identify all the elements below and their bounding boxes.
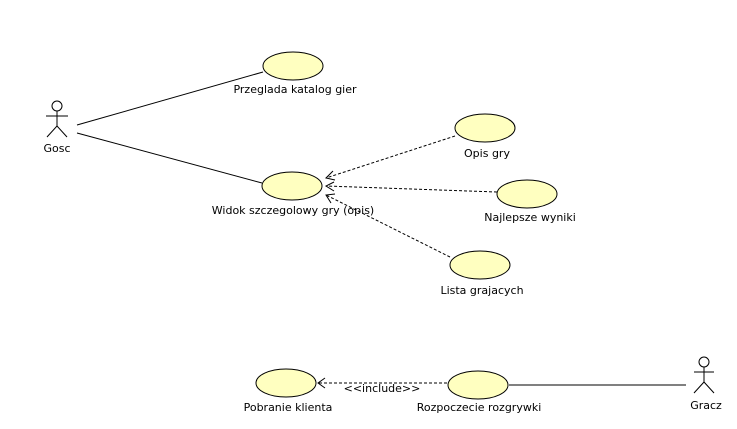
usecase-label-opis-gry: Opis gry [464, 147, 510, 160]
dependency-lista-to-widok [325, 193, 451, 258]
actor-head-icon [51, 100, 63, 112]
include-rozpoczecie-to-pobranie [317, 377, 447, 389]
actor-gosc[interactable] [46, 100, 68, 138]
association-gosc-przeglada [76, 71, 264, 126]
include-stereotype-label: <<include>> [344, 382, 421, 395]
actor-head-icon [698, 356, 710, 368]
usecase-label-pobranie-klienta: Pobranie klienta [244, 401, 333, 414]
actor-gracz[interactable] [693, 356, 715, 394]
association-gosc-widok [76, 132, 263, 184]
dependency-opis-to-widok [325, 135, 456, 181]
usecase-label-rozpoczecie-rozgrywki: Rozpoczecie rozgrywki [417, 401, 542, 414]
usecase-label-najlepsze-wyniki: Najlepsze wyniki [484, 211, 576, 224]
usecase-przeglada-katalog[interactable] [262, 51, 324, 81]
usecase-label-lista-grajacych: Lista grajacych [440, 284, 523, 297]
actor-label-gosc: Gosc [43, 142, 70, 155]
actor-label-gracz: Gracz [690, 399, 722, 412]
usecase-pobranie-klienta[interactable] [255, 368, 317, 398]
dependency-najlepsze-to-widok [324, 181, 498, 193]
usecase-lista-grajacych[interactable] [449, 250, 511, 280]
usecase-rozpoczecie-rozgrywki[interactable] [447, 370, 509, 400]
usecase-najlepsze-wyniki[interactable] [496, 179, 558, 209]
usecase-widok-szczegolowy[interactable] [261, 171, 323, 201]
usecase-label-widok-szczegolowy: Widok szczegolowy gry (opis) [212, 204, 374, 217]
usecase-opis-gry[interactable] [454, 113, 516, 143]
usecase-label-przeglada-katalog: Przeglada katalog gier [233, 83, 357, 96]
